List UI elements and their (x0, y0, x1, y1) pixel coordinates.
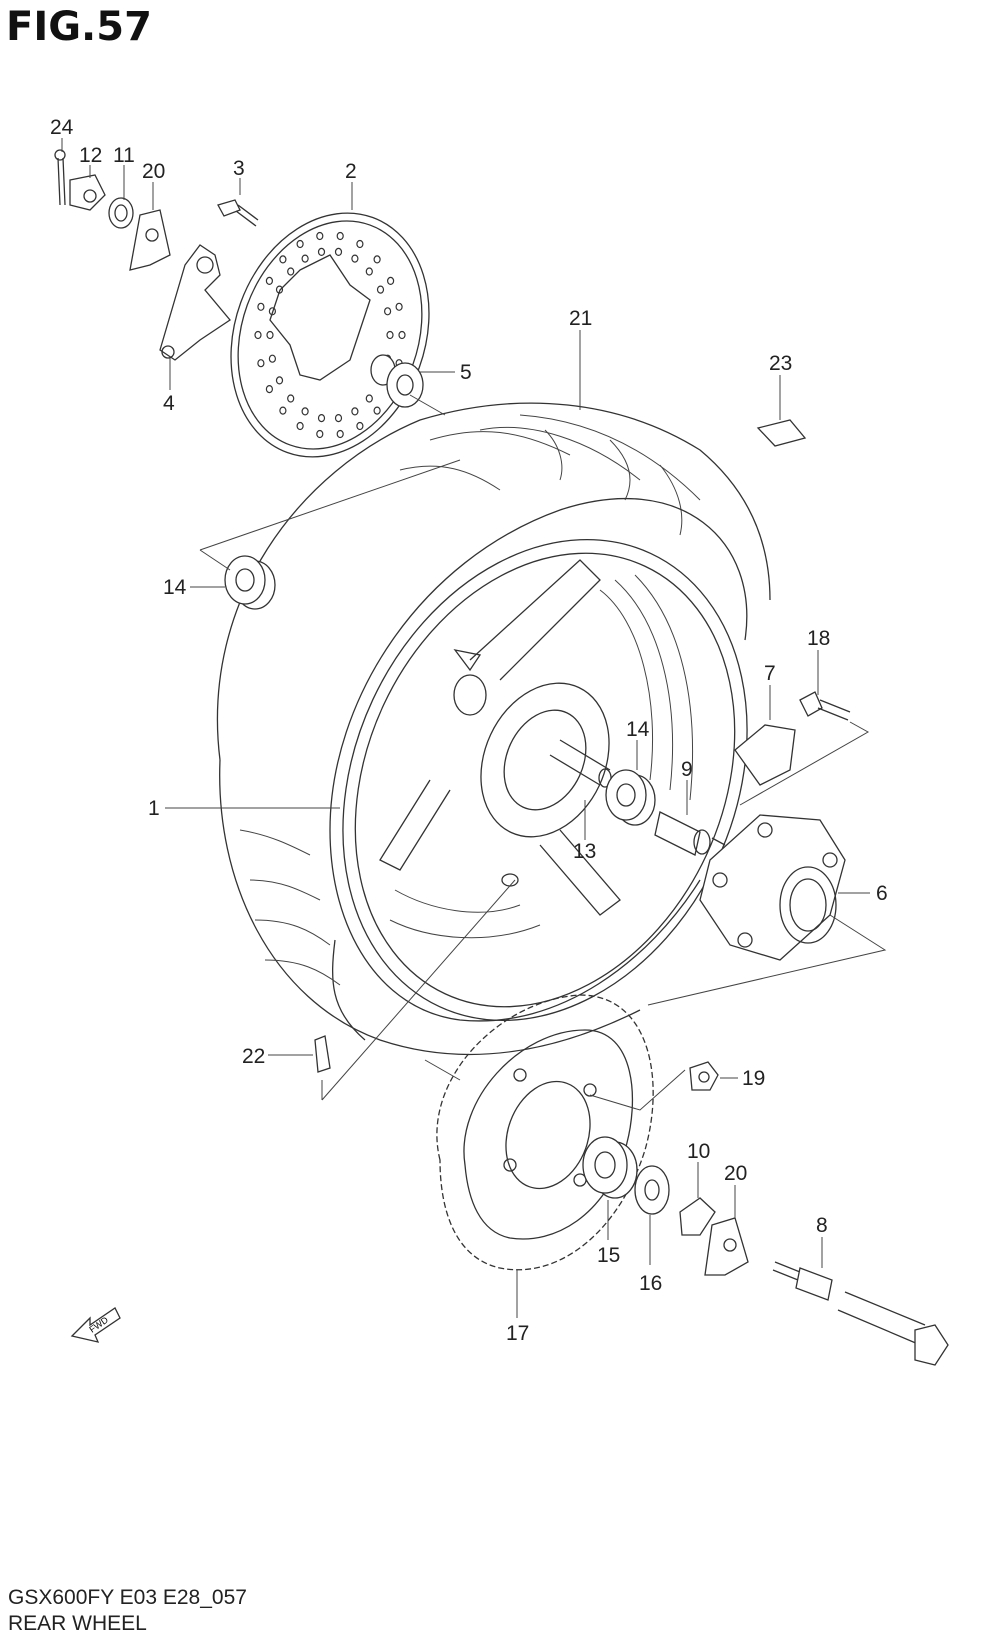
sprocket-17 (436, 994, 654, 1271)
nut-19 (689, 1061, 719, 1091)
disc-hole (373, 406, 381, 415)
diagram-name: REAR WHEEL (8, 1612, 147, 1635)
disc-hole (365, 267, 373, 276)
callout-12: 12 (79, 144, 102, 167)
callout-7: 7 (764, 662, 776, 685)
callout-5: 5 (460, 361, 472, 384)
disc-hole (301, 407, 309, 416)
disc-hole (336, 231, 344, 241)
callout-14-left: 14 (163, 576, 187, 599)
washer-11 (108, 197, 134, 229)
callout-23: 23 (769, 352, 792, 375)
callout-22: 22 (242, 1045, 265, 1068)
bolt-18 (799, 691, 851, 721)
callout-labels: 24 12 11 20 3 2 4 5 21 23 14 18 7 14 9 1… (50, 116, 888, 1345)
disc-hole (395, 302, 403, 311)
disc-hole (316, 429, 324, 439)
disc-hole (257, 302, 265, 311)
disc-hole (387, 276, 395, 285)
bearing-15 (582, 1136, 638, 1199)
callout-1: 1 (148, 797, 160, 820)
disc-hole (317, 414, 326, 423)
disc-hole (384, 307, 392, 316)
disc-hole (287, 394, 295, 403)
rear-tire-drawing (216, 402, 771, 1056)
disc-hole (296, 421, 304, 431)
disc-hole (398, 330, 406, 340)
callout-20-bottom: 20 (724, 1162, 747, 1185)
disc-hole (351, 254, 359, 263)
callout-6: 6 (876, 882, 888, 905)
disc-hole (254, 330, 262, 340)
disc-hole (287, 267, 295, 276)
callout-19: 19 (742, 1067, 765, 1090)
axle-8 (772, 1261, 949, 1366)
sprocket-mount-6 (699, 814, 846, 961)
disc-hole (275, 376, 284, 385)
callout-15: 15 (597, 1244, 620, 1267)
callout-16: 16 (639, 1272, 662, 1295)
nut-12 (69, 174, 106, 211)
plate-20-bottom (704, 1217, 749, 1276)
callout-10: 10 (687, 1140, 710, 1163)
callout-20-top: 20 (142, 160, 165, 183)
plate-20-top (129, 209, 171, 271)
disc-hole (351, 407, 359, 416)
clip-23 (756, 419, 807, 447)
disc-hole (376, 285, 385, 294)
disc-hole (336, 429, 344, 439)
brake-disc-drawing (230, 212, 430, 458)
fwd-arrow-icon: FWD (70, 1307, 121, 1343)
leader-lines (61, 138, 887, 1318)
caliper-bracket-drawing (159, 244, 231, 361)
disc-hole (296, 239, 304, 249)
callout-21: 21 (569, 307, 592, 330)
disc-hole (356, 239, 364, 249)
spacer-5 (370, 354, 424, 408)
disc-hole (356, 421, 364, 431)
figure-title: FIG.57 (6, 4, 152, 50)
callout-2: 2 (345, 160, 357, 183)
disc-hole (275, 285, 284, 294)
disc-hole (265, 385, 273, 394)
callout-13: 13 (573, 840, 596, 863)
disc-hole (316, 231, 324, 241)
disc-hole (373, 255, 381, 264)
disc-hole (279, 255, 287, 264)
cotter-pin-24 (54, 149, 66, 206)
bearing-14-left (224, 555, 276, 610)
damper-7 (734, 724, 796, 786)
callout-9: 9 (681, 758, 693, 781)
disc-hole (334, 414, 343, 423)
disc-hole (386, 330, 394, 340)
callout-4: 4 (163, 392, 175, 415)
callout-11: 11 (113, 144, 135, 167)
callout-24: 24 (50, 116, 74, 139)
disc-hole (268, 307, 276, 316)
disc-hole (365, 394, 373, 403)
disc-hole (265, 276, 273, 285)
disc-hole (317, 247, 326, 256)
air-valve-22 (314, 1035, 331, 1073)
bearing-14-right (605, 769, 656, 826)
spacer-10 (679, 1197, 716, 1236)
callout-18: 18 (807, 627, 830, 650)
disc-hole (268, 354, 276, 363)
callout-17: 17 (506, 1322, 529, 1345)
disc-hole (301, 254, 309, 263)
callout-14-right: 14 (626, 718, 650, 741)
washer-16 (634, 1165, 670, 1215)
callout-3: 3 (233, 157, 245, 180)
callout-8: 8 (816, 1214, 828, 1237)
bolt-3-drawing (217, 199, 259, 227)
disc-hole (279, 406, 287, 415)
diagram-code: GSX600FY E03 E28_057 (8, 1586, 247, 1609)
disc-hole (334, 247, 343, 256)
spacer-9 (654, 811, 726, 856)
disc-hole (266, 330, 274, 340)
disc-hole (257, 359, 265, 368)
